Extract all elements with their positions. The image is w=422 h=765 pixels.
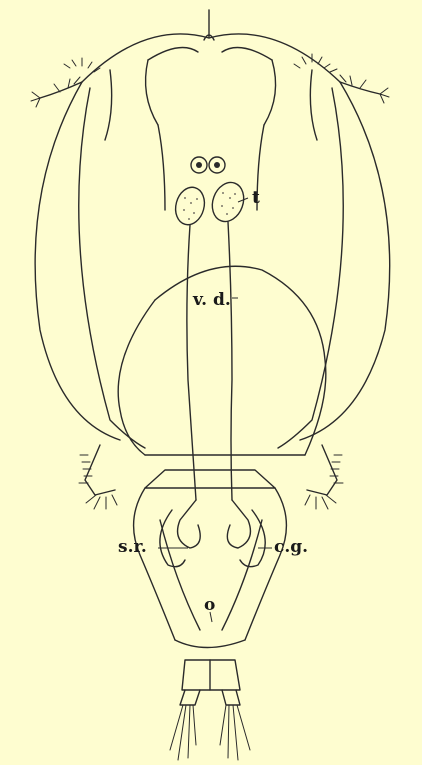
vas-deferens-label: v. d. xyxy=(192,290,231,310)
vasa-deferentia xyxy=(187,222,232,500)
stipple-dots xyxy=(183,192,236,220)
testes xyxy=(172,178,249,228)
opening-label: o xyxy=(204,595,215,615)
abdomen xyxy=(134,470,287,690)
testis-label: t xyxy=(252,188,260,208)
eye xyxy=(191,157,225,173)
cement-gland-label: c.g. xyxy=(274,537,308,557)
furca xyxy=(170,690,250,760)
seminal-receptacles xyxy=(178,500,251,548)
antennae xyxy=(31,54,389,107)
seminal-receptacle-label: s.r. xyxy=(118,537,147,557)
head-shield xyxy=(35,10,390,448)
leader-lines xyxy=(158,198,272,622)
